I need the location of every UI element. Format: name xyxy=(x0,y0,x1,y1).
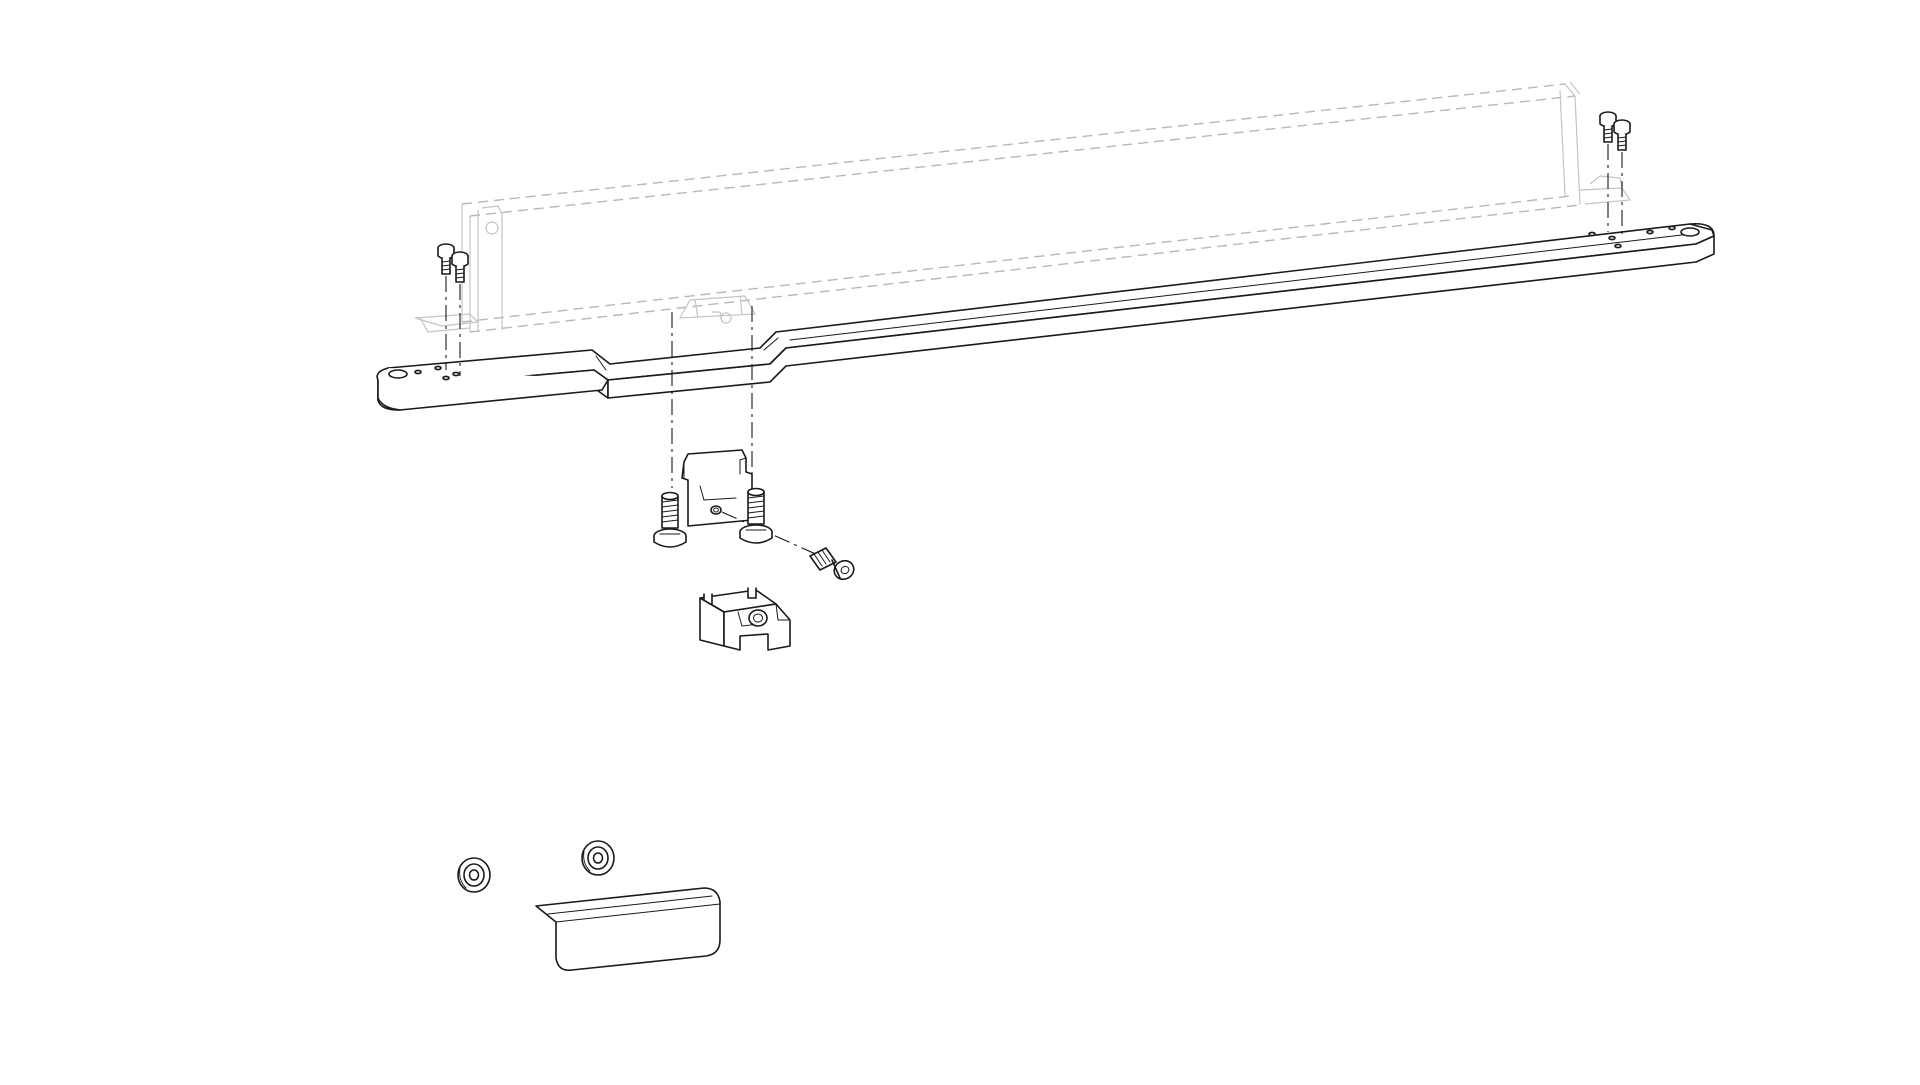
ghost-housing xyxy=(414,81,1632,333)
bracket-screw-left xyxy=(653,491,687,548)
washer-left xyxy=(457,857,491,893)
screw-pair-left xyxy=(437,243,469,376)
set-screw xyxy=(809,547,855,581)
mounting-rail xyxy=(376,222,1715,411)
clip-block xyxy=(699,587,791,651)
center-bracket xyxy=(681,449,821,557)
end-cap-cover xyxy=(535,887,721,972)
washer-right xyxy=(581,840,615,876)
bracket-screw-right xyxy=(739,487,773,544)
bracket-guide-lines xyxy=(671,306,753,488)
screw-pair-right xyxy=(1599,111,1631,236)
